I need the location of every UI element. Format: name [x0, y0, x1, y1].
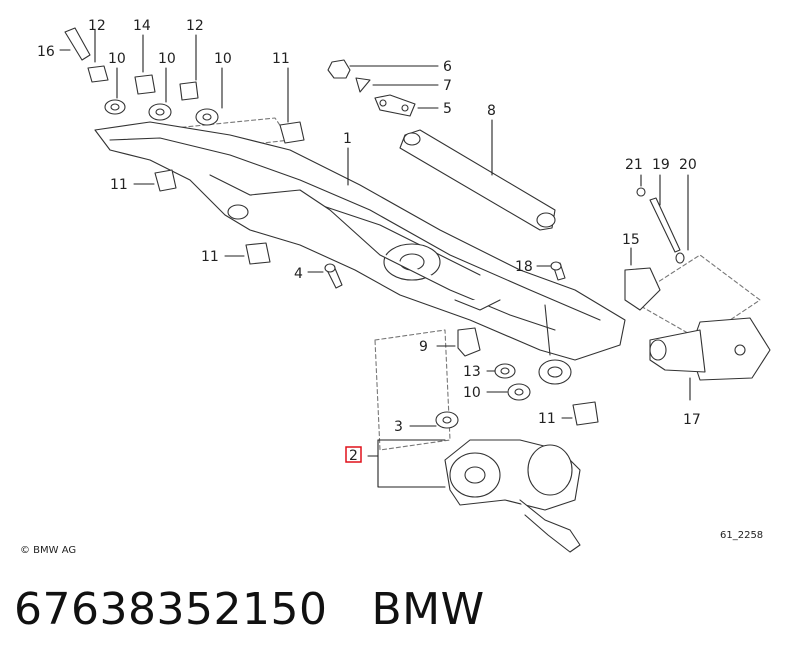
part-number: 67638352150: [14, 584, 328, 635]
push-rod: [399, 129, 556, 231]
callout-labels: 16 12 10 14 10 12 10 11 6 7 5 8 1 11 11 …: [37, 18, 701, 464]
callout-2: 2: [349, 448, 358, 464]
callout-15: 15: [622, 232, 640, 248]
callout-10d: 10: [463, 385, 481, 401]
callout-1: 1: [343, 131, 352, 147]
callout-5: 5: [443, 101, 452, 117]
callout-4: 4: [294, 266, 303, 282]
drawing-code: 61_2258: [720, 530, 763, 541]
bolts: [324, 261, 566, 289]
highlight-box: [345, 446, 362, 463]
callout-10c: 10: [214, 51, 232, 67]
small-parts-top: [327, 59, 416, 117]
rear-wiper-small-parts: [624, 187, 685, 311]
callout-17: 17: [683, 412, 701, 428]
grommets: [64, 27, 599, 429]
leader-lines: [59, 29, 691, 488]
parts-diagram: 16 12 10 14 10 12 10 11 6 7 5 8 1 11 11 …: [20, 18, 771, 556]
callout-3: 3: [394, 419, 403, 435]
callout-19: 19: [652, 157, 670, 173]
callout-7: 7: [443, 78, 452, 94]
callout-20: 20: [679, 157, 697, 173]
callout-11b: 11: [110, 177, 128, 193]
callout-8: 8: [487, 103, 496, 119]
callout-11d: 11: [538, 411, 556, 427]
wiper-linkage-frame: [94, 121, 626, 385]
callout-13: 13: [463, 364, 481, 380]
front-wiper-motor: [444, 439, 581, 553]
callout-16: 16: [37, 44, 55, 60]
callout-11a: 11: [272, 51, 290, 67]
callout-10b: 10: [158, 51, 176, 67]
copyright-label: © BMW AG: [20, 545, 76, 556]
part-caption: 67638352150 BMW: [14, 584, 485, 635]
callout-9: 9: [419, 339, 428, 355]
callout-12a: 12: [88, 18, 106, 34]
brand-name: BMW: [371, 584, 485, 635]
callout-14: 14: [133, 18, 151, 34]
rear-wiper-motor: [649, 317, 771, 381]
callout-6: 6: [443, 59, 452, 75]
callout-21: 21: [625, 157, 643, 173]
bracket-part-9: [457, 327, 481, 357]
callout-18: 18: [515, 259, 533, 275]
callout-11c: 11: [201, 249, 219, 265]
callout-12b: 12: [186, 18, 204, 34]
callout-10a: 10: [108, 51, 126, 67]
